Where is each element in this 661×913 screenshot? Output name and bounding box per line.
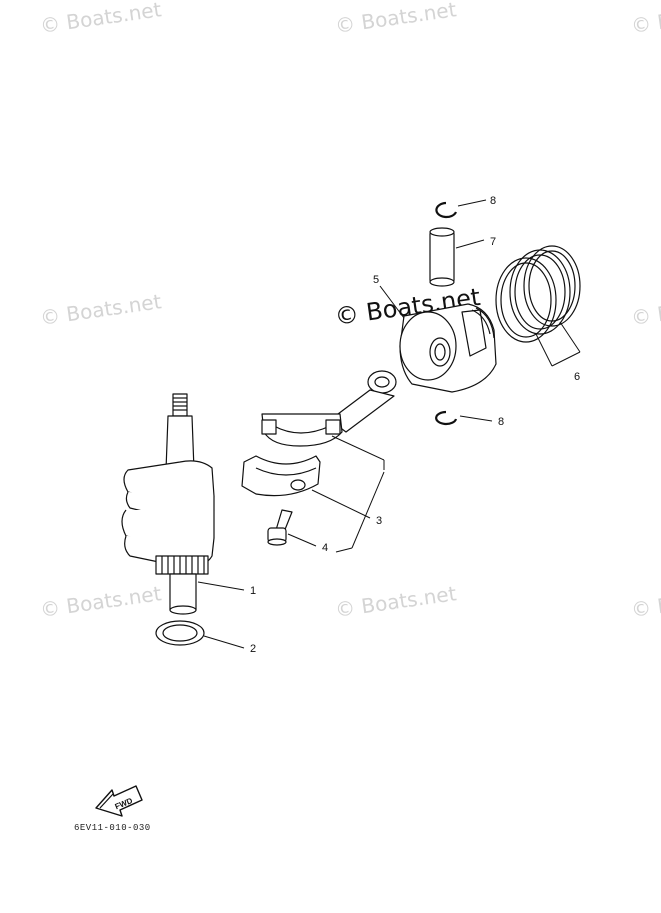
piston	[399, 303, 497, 393]
thrust-washer	[155, 620, 205, 646]
piston-pin-clip-bottom	[435, 410, 458, 426]
crankshaft	[121, 393, 215, 615]
callout-8-top: 8	[490, 195, 496, 207]
rod-bolt	[267, 509, 293, 546]
forward-arrow-icon	[95, 785, 143, 817]
callout-2: 2	[250, 643, 256, 655]
callout-7: 7	[490, 236, 496, 248]
diagram-code: 6EV11-010-030	[74, 823, 151, 833]
callout-8-bottom: 8	[498, 416, 504, 428]
piston-pin	[429, 227, 455, 287]
connecting-rod	[241, 370, 397, 497]
piston-pin-clip-top	[435, 201, 458, 219]
callout-6: 6	[574, 371, 580, 383]
callout-5: 5	[373, 274, 379, 286]
callout-3: 3	[376, 515, 382, 527]
callout-1: 1	[250, 585, 256, 597]
piston-ring-set	[495, 245, 581, 343]
callout-4: 4	[322, 542, 328, 554]
